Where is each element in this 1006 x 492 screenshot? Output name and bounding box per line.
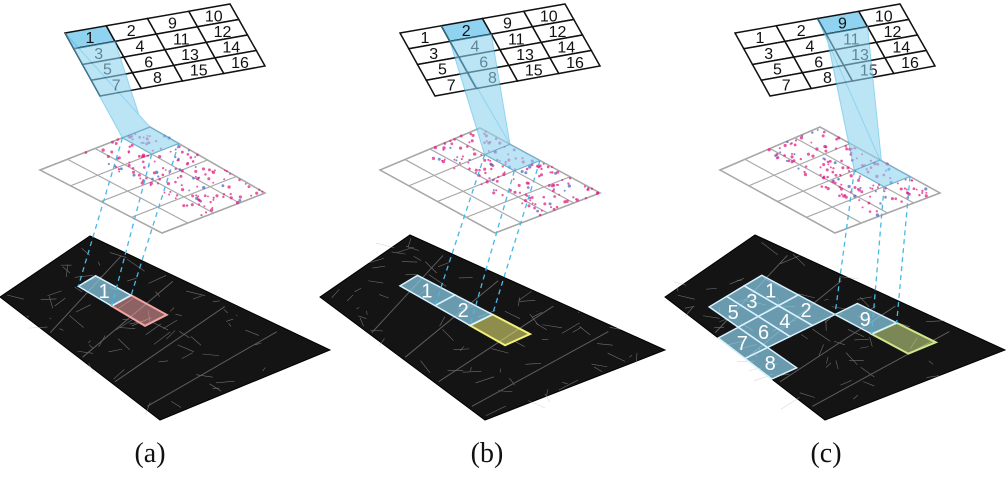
grid-cell-16 <box>213 49 267 75</box>
grid-number-16: 16 <box>231 55 249 72</box>
grid-number-15: 15 <box>525 62 543 79</box>
tile-label-9: 9 <box>860 309 871 331</box>
grid-number-10: 10 <box>205 8 223 25</box>
tile-2 <box>433 294 495 327</box>
grid-number-3: 3 <box>429 46 438 63</box>
panel-c: 12345678912910341112561314781516 <box>664 3 1006 421</box>
street-image-plane <box>664 234 1006 421</box>
grid-number-11: 11 <box>173 31 190 48</box>
tile-label-1: 1 <box>421 280 432 302</box>
grid-cell-16 <box>548 49 602 75</box>
grid-number-12: 12 <box>884 24 902 41</box>
grid-number-1: 1 <box>756 30 765 47</box>
grid-number-6: 6 <box>814 54 823 71</box>
street-texture <box>331 238 638 416</box>
grid-number-9: 9 <box>838 16 847 33</box>
caption-b: (b) <box>470 438 504 469</box>
grid-number-2: 2 <box>127 23 136 40</box>
caption-c: (c) <box>810 438 842 469</box>
caption-a: (a) <box>134 438 166 469</box>
tile-label-6: 6 <box>758 322 769 344</box>
projection-dashed-line <box>77 137 124 287</box>
grid-number-8: 8 <box>153 70 162 87</box>
grid-number-8: 8 <box>823 70 832 87</box>
grid-number-3: 3 <box>764 46 773 63</box>
tile-label-7: 7 <box>737 333 748 355</box>
grid-number-9: 9 <box>503 16 512 33</box>
projection-dashed-line <box>896 176 911 323</box>
grid-number-5: 5 <box>438 62 447 79</box>
grid-number-13: 13 <box>181 47 199 64</box>
grid-number-2: 2 <box>797 23 806 40</box>
projection-column <box>817 18 912 188</box>
tile-label-1: 1 <box>99 281 110 303</box>
tile-label-5: 5 <box>728 302 739 324</box>
tile-label-2: 2 <box>458 300 469 322</box>
projection-dashed-line <box>871 186 885 335</box>
tile-8 <box>743 346 799 380</box>
projection-dashed-line <box>111 153 153 307</box>
grid-number-16: 16 <box>901 55 919 72</box>
grid-number-1: 1 <box>421 30 430 47</box>
panel-a: 112910341112561314781516 <box>0 3 332 421</box>
grid-number-16: 16 <box>566 55 584 72</box>
grid-number-1: 1 <box>86 30 95 47</box>
grid-number-12: 12 <box>214 24 232 41</box>
tile-label-2: 2 <box>800 300 811 322</box>
tile-label-1: 1 <box>765 280 776 302</box>
grid-number-12: 12 <box>549 24 567 41</box>
tile-label-3: 3 <box>746 291 757 313</box>
grid-number-7: 7 <box>447 77 456 94</box>
projection-dashed-line <box>834 170 856 315</box>
grid-number-14: 14 <box>222 39 240 56</box>
grid-number-13: 13 <box>516 47 534 64</box>
grid-number-14: 14 <box>557 39 575 56</box>
grid-number-15: 15 <box>190 62 208 79</box>
grid-number-11: 11 <box>508 31 525 48</box>
grid-number-10: 10 <box>540 8 558 25</box>
street-image-plane <box>0 235 332 421</box>
grid-number-10: 10 <box>875 8 893 25</box>
grid-cell-16 <box>883 49 937 75</box>
grid-number-7: 7 <box>782 77 791 94</box>
grid-number-6: 6 <box>144 54 153 71</box>
tile-label-4: 4 <box>779 311 790 333</box>
grid-number-2: 2 <box>462 23 471 40</box>
grid-number-5: 5 <box>773 62 782 79</box>
grid-number-4: 4 <box>136 39 145 56</box>
panel-b: 1212910341112561314781516 <box>319 3 667 421</box>
grid-number-4: 4 <box>806 39 815 56</box>
grid-number-9: 9 <box>168 16 177 33</box>
grid-number-14: 14 <box>892 39 910 56</box>
tile-label-8: 8 <box>765 353 776 375</box>
